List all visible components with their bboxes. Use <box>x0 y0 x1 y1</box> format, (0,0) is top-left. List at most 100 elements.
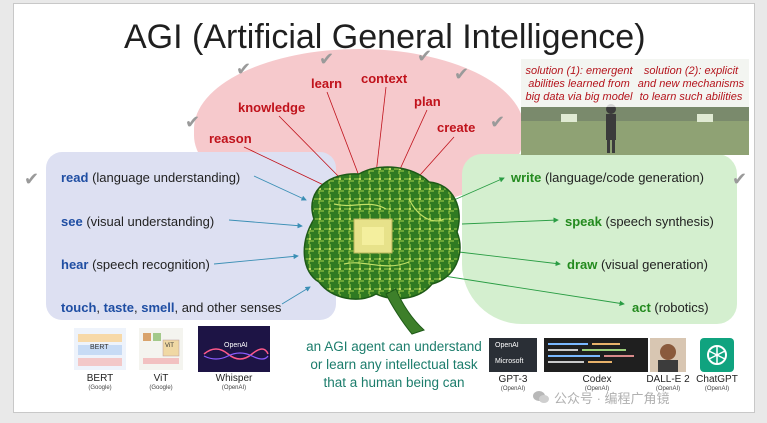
output-detail: (visual generation) <box>597 257 708 272</box>
model-dalle2-name: DALL-E 2 <box>646 374 690 385</box>
caption-line: or learn any intellectual task <box>310 357 478 372</box>
openai-logo-text: OpenAI <box>224 342 248 349</box>
watermark: 公众号 · 编程广角镜 <box>532 387 752 407</box>
output-keyword: write <box>511 170 542 185</box>
watermark-text: 公众号 · 编程广角镜 <box>554 391 670 406</box>
output-arrows <box>443 177 625 306</box>
output-speak: speak (speech synthesis) <box>565 214 714 229</box>
bert-thumbnail: BERT <box>74 328 126 370</box>
model-chatgpt-name: ChatGPT <box>696 374 738 385</box>
output-draw: draw (visual generation) <box>567 257 708 272</box>
separator: , <box>133 300 142 315</box>
input-keyword: hear <box>61 257 89 272</box>
input-detail: (visual understanding) <box>82 214 215 229</box>
model-codex-org: (OpenAI) <box>584 386 610 392</box>
check-icon: ✔ <box>417 46 433 66</box>
input-detail: , and other senses <box>174 300 282 315</box>
input-keyword: read <box>61 170 89 185</box>
ability-context: context <box>361 71 408 86</box>
model-whisper-org: (OpenAI) <box>221 385 247 391</box>
gpt3-thumbnail: OpenAI Microsoft <box>489 338 537 372</box>
codex-thumbnail <box>544 338 648 372</box>
output-act: act (robotics) <box>632 300 709 315</box>
solutions-image: solution (1): emergent abilities learned… <box>521 59 749 155</box>
input-detail: (language understanding) <box>88 170 241 185</box>
microsoft-logo-text: Microsoft <box>495 358 524 365</box>
input-touch-taste-smell: touch, taste, smell, and other senses <box>61 300 281 315</box>
solution-two-line: to learn such abilities <box>639 91 743 103</box>
slide: AGI (Artificial General Intelligence) ✔ … <box>13 3 755 413</box>
solution-two-line: solution (2): explicit <box>643 65 739 77</box>
brain-icon <box>303 166 461 335</box>
slide-title: AGI (Artificial General Intelligence) <box>124 18 646 56</box>
whisper-thumbnail: OpenAI <box>198 326 270 372</box>
output-detail: (language/code generation) <box>541 170 704 185</box>
vit-architecture-image <box>143 333 180 364</box>
input-keyword: see <box>61 214 83 229</box>
input-keyword: touch <box>61 300 97 315</box>
input-keyword: taste <box>103 300 134 315</box>
input-hear: hear (speech recognition) <box>61 257 210 272</box>
solution-one-line: abilities learned from <box>528 78 630 90</box>
model-dalle2-org: (OpenAI) <box>655 386 681 392</box>
bert-architecture-image <box>78 334 122 366</box>
input-read: read (language understanding) <box>61 170 240 185</box>
output-keyword: act <box>632 300 651 315</box>
output-actions-panel <box>462 154 737 324</box>
dalle-portrait-image <box>658 344 678 372</box>
code-editor-image <box>548 343 634 363</box>
model-vit-name: ViT <box>153 373 169 384</box>
solution-two-line: and new mechanisms <box>637 78 745 90</box>
model-chatgpt-org: (OpenAI) <box>704 386 730 392</box>
solution-one: solution (1): emergent abilities learned… <box>525 65 633 104</box>
model-bert-org: (Google) <box>88 385 112 391</box>
check-icon: ✔ <box>236 59 252 79</box>
ability-knowledge: knowledge <box>238 100 306 115</box>
ability-create: create <box>437 120 476 135</box>
vit-thumbnail: ViT <box>139 328 183 370</box>
check-icon: ✔ <box>24 169 40 189</box>
model-gpt3-org: (OpenAI) <box>500 386 526 392</box>
image-ground <box>521 121 749 155</box>
ability-learn: learn <box>311 76 343 91</box>
chatgpt-thumbnail <box>700 338 734 372</box>
ability-plan: plan <box>414 94 441 109</box>
input-see: see (visual understanding) <box>61 214 214 229</box>
openai-logo-text: OpenAI <box>495 342 519 349</box>
image-text-overlay <box>521 59 749 107</box>
check-icon: ✔ <box>490 112 506 132</box>
output-keyword: draw <box>567 257 598 272</box>
output-detail: (robotics) <box>650 300 709 315</box>
caption-line: an AGI agent can understand <box>306 339 482 354</box>
solution-one-line: big data via big model <box>525 91 633 103</box>
check-icon: ✔ <box>319 49 335 69</box>
check-icon: ✔ <box>454 64 470 84</box>
output-keyword: speak <box>565 214 602 229</box>
solution-two: solution (2): explicit and new mechanism… <box>635 65 747 104</box>
chatgpt-logo-icon <box>707 345 727 365</box>
whisper-waveform-image <box>203 348 269 360</box>
bert-thumb-label: BERT <box>90 344 109 351</box>
input-arrows <box>213 175 311 305</box>
check-icon: ✔ <box>732 169 748 189</box>
wechat-icon <box>533 391 549 403</box>
check-icon: ✔ <box>185 112 201 132</box>
agi-definition-caption: an AGI agent can understand or learn any… <box>299 338 489 392</box>
separator: , <box>96 300 104 315</box>
vit-thumb-label: ViT <box>165 343 174 349</box>
input-detail: (speech recognition) <box>88 257 210 272</box>
ability-reason: reason <box>209 131 252 146</box>
solution-one-line: solution (1): emergent <box>525 65 633 77</box>
model-codex-name: Codex <box>582 374 612 385</box>
model-bert-name: BERT <box>86 373 114 384</box>
input-senses-panel <box>46 152 336 320</box>
model-gpt3-name: GPT-3 <box>498 374 528 385</box>
output-detail: (speech synthesis) <box>601 214 714 229</box>
model-vit-org: (Google) <box>149 385 173 391</box>
dalle2-thumbnail <box>650 338 686 372</box>
caption-line: that a human being can <box>323 375 465 390</box>
input-keyword: smell <box>141 300 175 315</box>
model-whisper-name: Whisper <box>215 373 253 384</box>
brain-diagram <box>213 86 625 335</box>
output-write: write (language/code generation) <box>511 170 704 185</box>
